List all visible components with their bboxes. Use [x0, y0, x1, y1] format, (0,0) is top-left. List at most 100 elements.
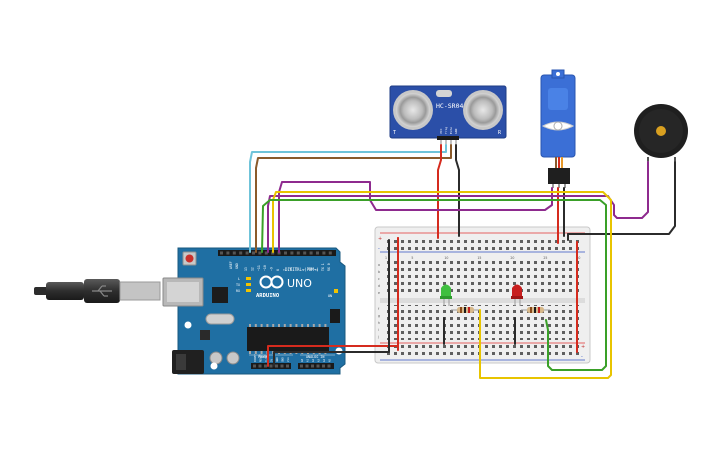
digital-pin-label: 8: [276, 269, 280, 271]
digital-header-socket: [296, 251, 300, 255]
digital-header-socket: [309, 251, 313, 255]
digital-header-socket: [284, 251, 287, 255]
chip-pin: [318, 324, 321, 327]
usb-cable-metal: [119, 281, 161, 301]
power-header-socket: [253, 364, 256, 368]
usb-b-socket-inner: [167, 282, 199, 302]
chip-pin: [295, 324, 298, 327]
column-number: 25: [543, 256, 547, 260]
usb-chip: [212, 287, 228, 303]
chip-pin: [312, 324, 315, 327]
analog-pin-label: A4: [322, 358, 326, 362]
gnd-label: GND: [235, 263, 239, 269]
arduino-brand-text: ARDUINO: [256, 293, 280, 299]
wires: [249, 144, 676, 379]
usb-icon: [92, 285, 112, 297]
dc-power-jack-face: [176, 354, 186, 370]
row-letter: f: [378, 307, 380, 311]
power-pin-label: RESET: [259, 354, 263, 362]
row-letter: j: [377, 335, 379, 339]
digital-pin-label: ~3: [308, 267, 312, 271]
red-led: [511, 284, 523, 306]
digital-pin-label: ~5: [295, 267, 299, 271]
digital-pin-label: 7: [282, 269, 286, 271]
digital-pin-label: 12: [250, 267, 254, 271]
digital-header-pins: [220, 251, 332, 255]
row-letter: b: [378, 270, 380, 274]
digital-header-socket: [245, 251, 249, 255]
power-header-label: POWER: [258, 355, 269, 359]
voltage-regulator: [200, 330, 210, 340]
servo-connector-pins: [552, 184, 566, 188]
digital-header-socket: [220, 251, 223, 255]
chip-pin: [249, 324, 251, 327]
servo-cable: [555, 157, 563, 168]
analog-pin-label: A0: [300, 358, 304, 362]
analog-header-socket: [316, 364, 320, 368]
analog-header-socket: [305, 364, 309, 368]
hc-sr04-model: HC-SR04: [436, 102, 463, 110]
servo-screw: [556, 72, 560, 76]
analog-pin-label: A3: [317, 358, 321, 362]
rail-sign-minus-top: -: [378, 246, 380, 252]
power-pin-label: Vin: [286, 357, 290, 362]
atmega-chip: [247, 327, 329, 351]
chip-pin: [254, 324, 257, 327]
digital-pin-label: 2: [314, 269, 318, 271]
terminal-strip-upper: [384, 261, 580, 296]
rx-led: [246, 289, 251, 292]
capacitor-1: [209, 351, 223, 365]
wire-sensor-vcc: [437, 144, 442, 239]
power-header-socket: [280, 364, 284, 368]
wire-buzzer-ground: [567, 161, 676, 235]
digital-pin-label: ~11: [257, 265, 261, 271]
crystal: [205, 313, 235, 325]
analog-header-socket: [311, 364, 314, 368]
row-letter: d: [378, 284, 380, 288]
wire-sensor-trig: [249, 144, 447, 253]
chip-pin: [278, 324, 280, 327]
column-number: 20: [510, 256, 514, 260]
rail-sign-plus-top: +: [378, 236, 382, 242]
analog-pin-label: A5: [328, 358, 332, 362]
digital-header-socket: [328, 251, 332, 255]
hc-sr04-letter-t: T: [393, 130, 396, 136]
board-leds: L TX RX ON: [236, 277, 338, 298]
power-pin-label: GND: [281, 357, 285, 362]
column-number: 30: [576, 256, 580, 260]
row-letter: h: [378, 321, 380, 325]
servo-connector: [548, 168, 570, 184]
tx-led-label: TX: [236, 283, 241, 287]
row-letter: a: [378, 263, 380, 267]
buzzer-center: [656, 126, 666, 136]
row-letter: i: [378, 328, 379, 332]
micro-servo: [540, 69, 576, 188]
power-header-socket: [264, 364, 267, 368]
on-led: [334, 289, 338, 293]
arduino-logo: ARDUINO: [256, 275, 284, 299]
rx-led-label: RX: [236, 289, 241, 293]
digital-header-socket: [232, 251, 236, 255]
digital-header-socket: [226, 251, 230, 255]
on-led-label: ON: [328, 294, 332, 298]
digital-pin-label: 13: [244, 267, 248, 271]
rail-sign-minus-bottom: -: [581, 354, 583, 360]
hc-sr04-pin-label: Trig: [444, 127, 448, 134]
analog-header: [298, 363, 334, 369]
resistor-2: [521, 307, 550, 313]
bottom-header-pins: [253, 364, 331, 368]
power-header-socket: [269, 364, 273, 368]
column-number: 15: [477, 256, 481, 260]
usb-cable-wire: [34, 287, 48, 295]
row-letter: c: [378, 277, 380, 281]
reset-button-cap[interactable]: [185, 254, 194, 263]
hc-sr04-pin-label: VCC: [439, 128, 443, 134]
green-led: [440, 284, 452, 306]
chip-pin: [307, 324, 309, 327]
digital-pin-label: ~6: [289, 267, 293, 271]
capacitor-2: [226, 351, 240, 365]
aref-label: AREF: [229, 261, 233, 269]
wire-led-yellow: [272, 191, 612, 379]
chip-pin: [249, 351, 251, 354]
